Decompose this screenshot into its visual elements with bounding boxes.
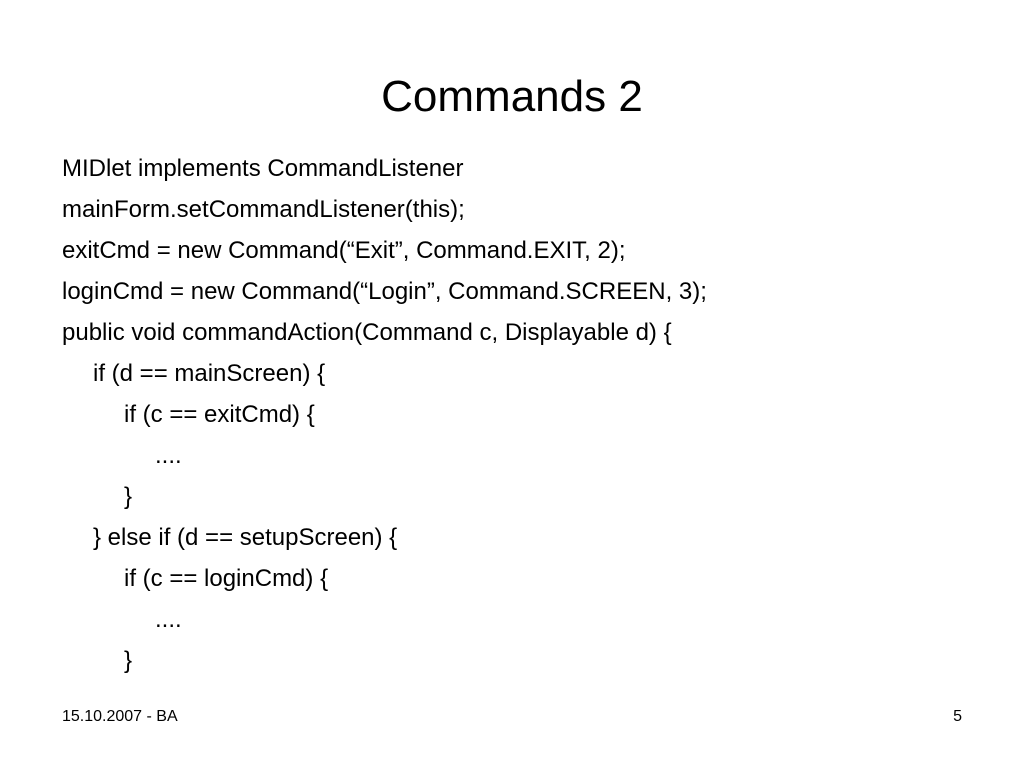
code-line: if (d == mainScreen) { xyxy=(93,360,326,387)
code-line: } xyxy=(124,647,133,674)
slide-title: Commands 2 xyxy=(381,72,643,121)
code-line: mainForm.setCommandListener(this); xyxy=(62,196,465,223)
code-line: } xyxy=(124,483,133,510)
code-line: if (c == exitCmd) { xyxy=(124,401,315,428)
footer-page-number: 5 xyxy=(953,708,962,725)
code-line: .... xyxy=(155,442,182,469)
code-line: if (c == loginCmd) { xyxy=(124,565,329,592)
code-line: .... xyxy=(155,606,182,633)
code-line: public void commandAction(Command c, Dis… xyxy=(62,319,672,346)
code-line: loginCmd = new Command(“Login”, Command.… xyxy=(62,278,707,305)
footer-date-author: 15.10.2007 - BA xyxy=(62,708,178,725)
code-line: MIDlet implements CommandListener xyxy=(62,155,464,182)
code-block: MIDlet implements CommandListener mainFo… xyxy=(62,148,982,681)
code-line: } else if (d == setupScreen) { xyxy=(93,524,398,551)
code-line: exitCmd = new Command(“Exit”, Command.EX… xyxy=(62,237,626,264)
